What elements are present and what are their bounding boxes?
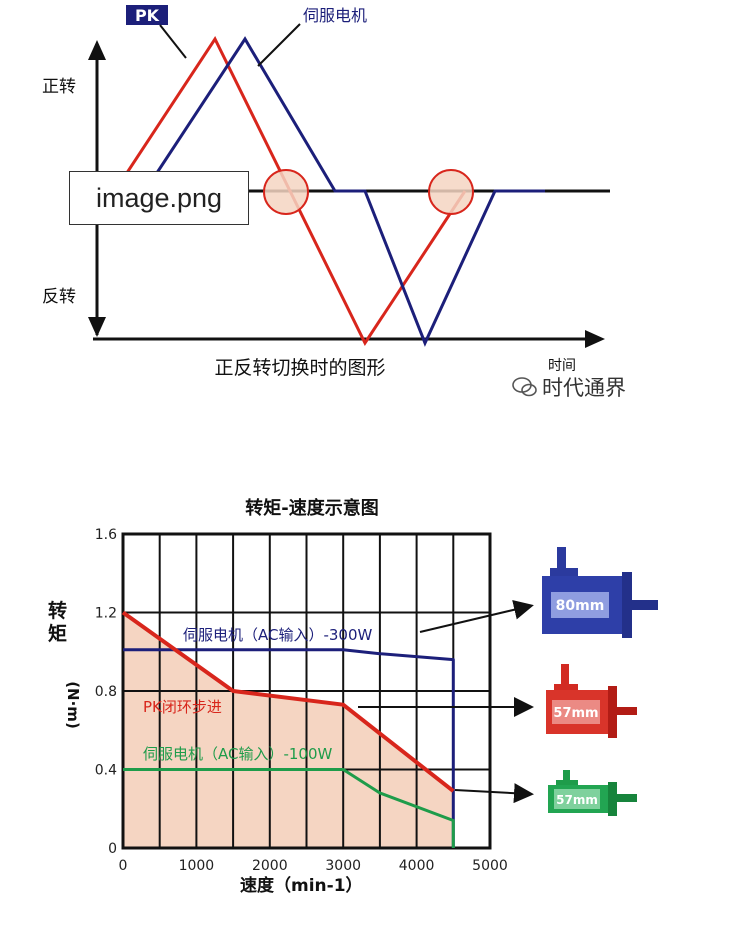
pk-label-badge xyxy=(126,5,168,25)
y-tick-labels: 0 0.4 0.8 1.2 1.6 xyxy=(95,527,117,857)
reverse-rotation-label: 反转 xyxy=(42,287,76,307)
y-tick-label: 0.4 xyxy=(95,763,117,779)
motor-size-label: 57mm xyxy=(556,793,598,807)
pk-label: PK xyxy=(135,6,160,25)
motor-connector xyxy=(563,770,570,784)
top-y-arrow-down xyxy=(88,317,106,337)
top-x-arrow xyxy=(585,330,605,348)
y-tick-label: 1.6 xyxy=(95,527,117,543)
watermark-text: 时代通界 xyxy=(542,377,626,400)
x-tick-labels: 0 1000 2000 3000 4000 5000 xyxy=(119,858,508,874)
motor-connector-base xyxy=(556,780,578,788)
servo-label-leader xyxy=(257,23,301,67)
motor-shaft xyxy=(632,600,658,610)
x-tick-label: 2000 xyxy=(252,858,288,874)
motor-flange xyxy=(608,782,617,816)
x-tick-label: 4000 xyxy=(399,858,435,874)
motor-shaft xyxy=(617,707,637,715)
top-y-arrow-up xyxy=(88,40,106,60)
servo-100w-line xyxy=(123,768,455,848)
image-placeholder-box: image.png xyxy=(69,171,249,225)
servo-300w-line xyxy=(123,648,455,848)
bottom-chart-title: 转矩-速度示意图 xyxy=(245,497,378,519)
time-axis-label: 时间 xyxy=(548,358,576,374)
switch-highlight-circle-1 xyxy=(263,169,309,215)
y-axis-label-char-2: 矩 xyxy=(48,623,67,645)
top-chart-title: 正反转切换时的图形 xyxy=(214,357,385,379)
motor-size-label: 80mm xyxy=(556,598,605,614)
y-tick-label: 1.2 xyxy=(95,606,117,622)
motor-flange xyxy=(608,686,617,738)
motor-badge xyxy=(551,592,609,618)
pk-label-leader xyxy=(159,24,187,59)
pk-stepper-label: PK闭环步进 xyxy=(143,698,222,716)
watermark: 时代通界 xyxy=(512,372,626,402)
arrow-to-motor-1 xyxy=(419,599,534,633)
y-axis-unit: (N·m) xyxy=(64,681,82,729)
servo-100w-label: 伺服电机（AC输入）-100W xyxy=(143,745,333,763)
x-tick-label: 5000 xyxy=(472,858,508,874)
wechat-icon xyxy=(512,377,537,397)
x-axis-label: 速度（min-1） xyxy=(240,875,363,896)
x-tick-label: 0 xyxy=(119,858,128,874)
switch-highlight-circle-2 xyxy=(428,169,474,215)
x-tick-label: 3000 xyxy=(325,858,361,874)
motor-connector-base xyxy=(550,568,578,578)
x-tick-label: 1000 xyxy=(179,858,215,874)
pk-stepper-line xyxy=(121,610,455,793)
motor-57mm-green: 57mm xyxy=(548,770,637,816)
motor-badge xyxy=(554,789,600,809)
motor-badge xyxy=(552,700,600,724)
bottom-chart: 转矩-速度示意图 0 0.4 0.8 1.2 1.6 0 1000 2000 3000 4000… xyxy=(48,497,658,896)
forward-rotation-label: 正转 xyxy=(42,77,76,97)
y-tick-label: 0.8 xyxy=(95,684,117,700)
servo-speed-line xyxy=(143,36,545,347)
motor-connector-base xyxy=(554,684,578,693)
image-placeholder-text: image.png xyxy=(95,182,223,213)
torque-series xyxy=(121,610,455,848)
motor-size-label: 57mm xyxy=(553,706,598,721)
y-axis-label-char-1: 转 xyxy=(48,599,67,622)
motor-connector xyxy=(557,547,566,573)
arrow-to-motor-3 xyxy=(454,783,534,804)
motor-shaft xyxy=(617,794,637,802)
servo-label: 伺服电机 xyxy=(303,6,367,25)
motor-57mm-red: 57mm xyxy=(546,664,637,738)
motor-connector xyxy=(561,664,569,688)
motor-flange xyxy=(622,572,632,638)
plot-frame xyxy=(121,532,492,850)
motor-80mm-blue: 80mm xyxy=(542,547,658,638)
y-tick-label: 0 xyxy=(108,841,117,857)
servo-300w-label: 伺服电机（AC输入）-300W xyxy=(183,626,373,644)
